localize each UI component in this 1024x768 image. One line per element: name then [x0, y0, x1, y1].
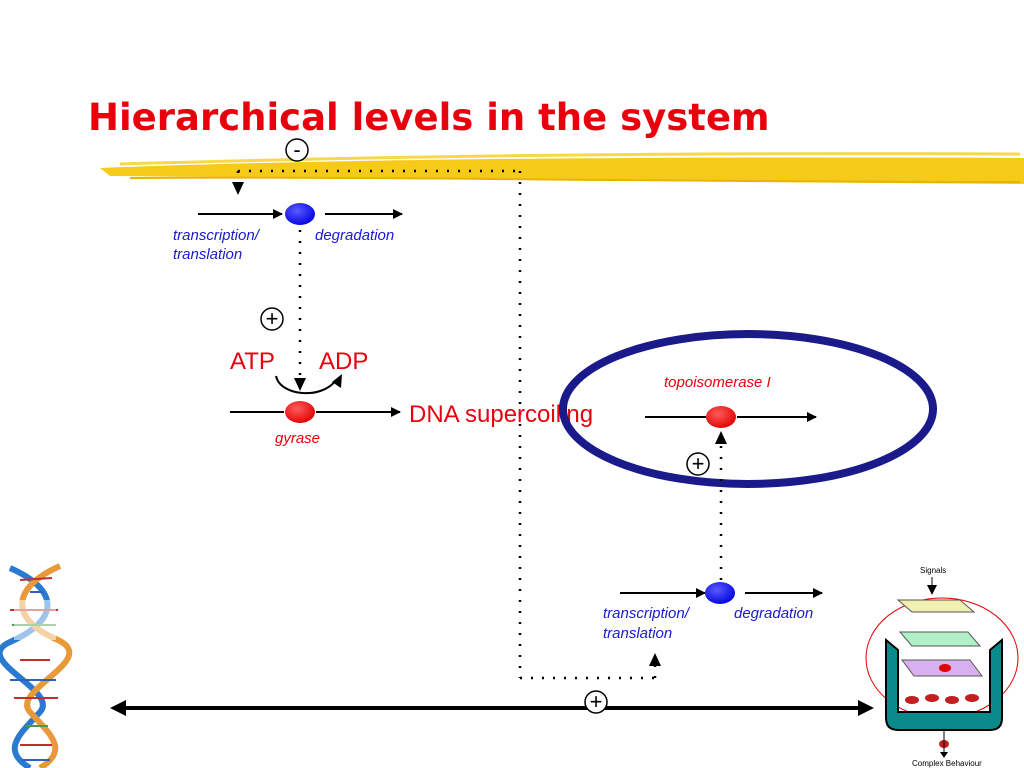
right-plus-sign: + — [686, 451, 710, 476]
topo-red-node — [706, 406, 736, 428]
bottom-plus-sign: + — [584, 689, 608, 714]
signals-label: Signals — [920, 566, 946, 575]
top-feedback-arrowhead — [232, 182, 244, 195]
plus-sign-upper: + — [266, 306, 279, 331]
inset-red-blob-4 — [965, 694, 979, 702]
atp-adp-arrowhead — [332, 374, 342, 388]
bottom-output-label: degradation — [734, 605, 813, 622]
plus-sign-bottom: + — [590, 689, 603, 714]
topoisomerase-label: topoisomerase I — [664, 374, 771, 391]
gyrase-activation-arrowhead — [294, 378, 306, 391]
inset-red-node — [939, 664, 951, 672]
top-input-label-line2: translation — [173, 246, 242, 263]
gyrase-red-node — [285, 401, 315, 423]
topo-activation-arrowhead — [715, 431, 727, 444]
adp-label: ADP — [319, 348, 368, 375]
upper-plus-sign: + — [260, 306, 284, 331]
gyrase-label: gyrase — [275, 430, 320, 447]
atp-adp-curved-arrow — [275, 375, 337, 394]
plus-sign-right: + — [692, 451, 705, 476]
top-negative-sign: - — [285, 137, 309, 162]
inset-top-layer — [896, 599, 976, 613]
bottom-input-label-line1: transcription/ — [603, 605, 691, 622]
bottom-feedback-arrowhead — [649, 653, 661, 666]
inset-red-blob-3 — [945, 696, 959, 704]
inset-red-blob-1 — [905, 696, 919, 704]
dna-helix-decoration — [0, 563, 73, 768]
minus-sign: - — [293, 137, 300, 162]
inset-cell-container — [885, 637, 1003, 731]
inset-middle-layer — [898, 631, 982, 647]
atp-label: ATP — [230, 348, 275, 375]
top-output-label: degradation — [315, 227, 394, 244]
cell-signaling-inset: Signals Complex Behaviour — [865, 566, 1019, 768]
double-arrow-left-head — [110, 700, 126, 716]
top-input-label-line1: transcription/ — [173, 227, 261, 244]
bottom-blue-node — [705, 582, 735, 604]
double-arrow-right-head — [858, 700, 874, 716]
bottom-input-label-line2: translation — [603, 625, 672, 642]
behaviour-arrowhead — [940, 752, 948, 758]
highlighter-stroke — [100, 152, 1024, 184]
page-title: Hierarchical levels in the system — [88, 96, 770, 139]
topoisomerase-highlight-ellipse — [559, 330, 937, 488]
complex-behaviour-label: Complex Behaviour — [912, 759, 982, 768]
top-blue-node — [285, 203, 315, 225]
inset-red-blob-2 — [925, 694, 939, 702]
